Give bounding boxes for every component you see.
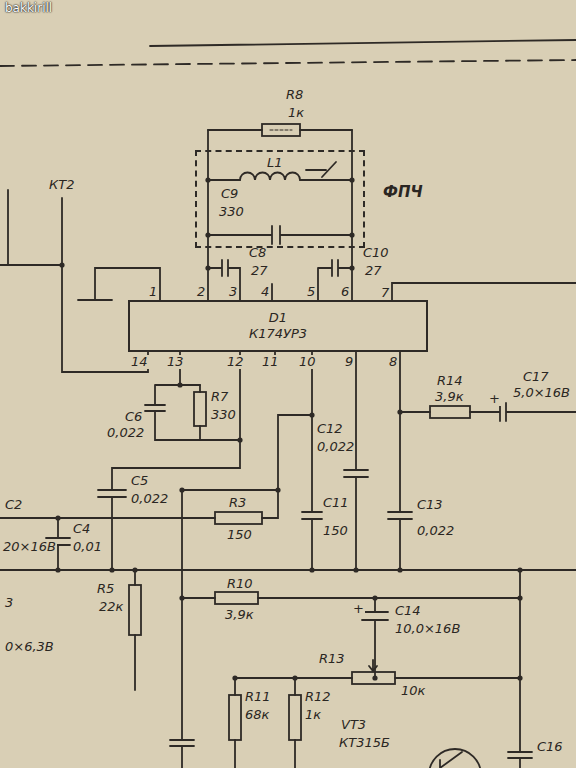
part-name: С14	[394, 604, 422, 618]
part-value: 0,022	[130, 492, 169, 506]
pin-number: 1	[148, 285, 158, 299]
pin-number: 14	[130, 355, 149, 369]
part-value: 68к	[244, 708, 270, 722]
part-value: 3	[4, 596, 14, 610]
part-value: 330	[210, 408, 237, 422]
pin-number: 2	[196, 285, 206, 299]
part-value: 27	[364, 264, 383, 278]
pin-number: 8	[388, 355, 398, 369]
filter-block: ФПЧ	[195, 150, 365, 248]
part-name: VT3	[340, 718, 367, 732]
part-value: 330	[218, 205, 245, 219]
pin-number: 12	[226, 355, 245, 369]
part-value: 3,9к	[224, 608, 255, 622]
part-value: КТ315Б	[338, 736, 391, 750]
part-name: R5	[96, 582, 115, 596]
polarity-mark: +	[488, 392, 501, 406]
part-name: С9	[220, 187, 239, 201]
part-value: 1к	[304, 708, 322, 722]
ic-box: D1К174УР3	[128, 300, 428, 352]
part-value: 27	[250, 264, 269, 278]
part-name: С5	[130, 474, 149, 488]
pin-number: 4	[260, 285, 270, 299]
polarity-mark: +	[352, 602, 365, 616]
part-name: С12	[316, 422, 344, 436]
ic-type: К174УР3	[249, 326, 307, 342]
part-name: С8	[248, 246, 267, 260]
part-value: 150	[226, 528, 253, 542]
part-value: 0,022	[416, 524, 455, 538]
part-name: R3	[228, 496, 247, 510]
pin-number: 11	[261, 355, 280, 369]
part-name: R13	[318, 652, 346, 666]
part-value: 5,0×16В	[512, 386, 571, 400]
part-name: R12	[304, 690, 332, 704]
part-value: 0,022	[316, 440, 355, 454]
pin-number: 6	[340, 285, 350, 299]
ic-designator: D1	[269, 310, 287, 326]
part-value: 0,01	[72, 540, 103, 554]
pin-number: 9	[344, 355, 354, 369]
part-value: 3,9к	[434, 390, 465, 404]
part-name: КТ2	[48, 178, 75, 192]
pin-number: 5	[306, 285, 316, 299]
block-title: ФПЧ	[383, 184, 423, 200]
part-value: 150	[322, 524, 349, 538]
part-value: 22к	[98, 600, 124, 614]
part-name: С2	[4, 498, 23, 512]
part-name: С6	[124, 410, 143, 424]
part-name: С4	[72, 522, 91, 536]
pin-number: 10	[298, 355, 317, 369]
part-name: R10	[226, 577, 254, 591]
part-name: R11	[244, 690, 272, 704]
part-value: 10,0×16В	[394, 622, 461, 636]
watermark: bakkirill	[4, 1, 53, 15]
part-name: L1	[266, 156, 284, 170]
part-name: С13	[416, 498, 444, 512]
part-value: 10к	[400, 684, 426, 698]
pin-number: 13	[166, 355, 185, 369]
part-value: 20×16В	[2, 540, 57, 554]
part-name: С16	[536, 740, 564, 754]
part-name: R8	[285, 88, 304, 102]
pin-number: 3	[228, 285, 238, 299]
pin-number: 7	[380, 286, 390, 300]
part-value: 0×6,3В	[4, 640, 55, 654]
part-name: R7	[210, 390, 229, 404]
part-name: С10	[362, 246, 390, 260]
part-value: 0,022	[106, 426, 145, 440]
part-name: R14	[436, 374, 464, 388]
part-name: С11	[322, 496, 350, 510]
part-value: 1к	[287, 106, 305, 120]
part-name: С17	[522, 370, 550, 384]
